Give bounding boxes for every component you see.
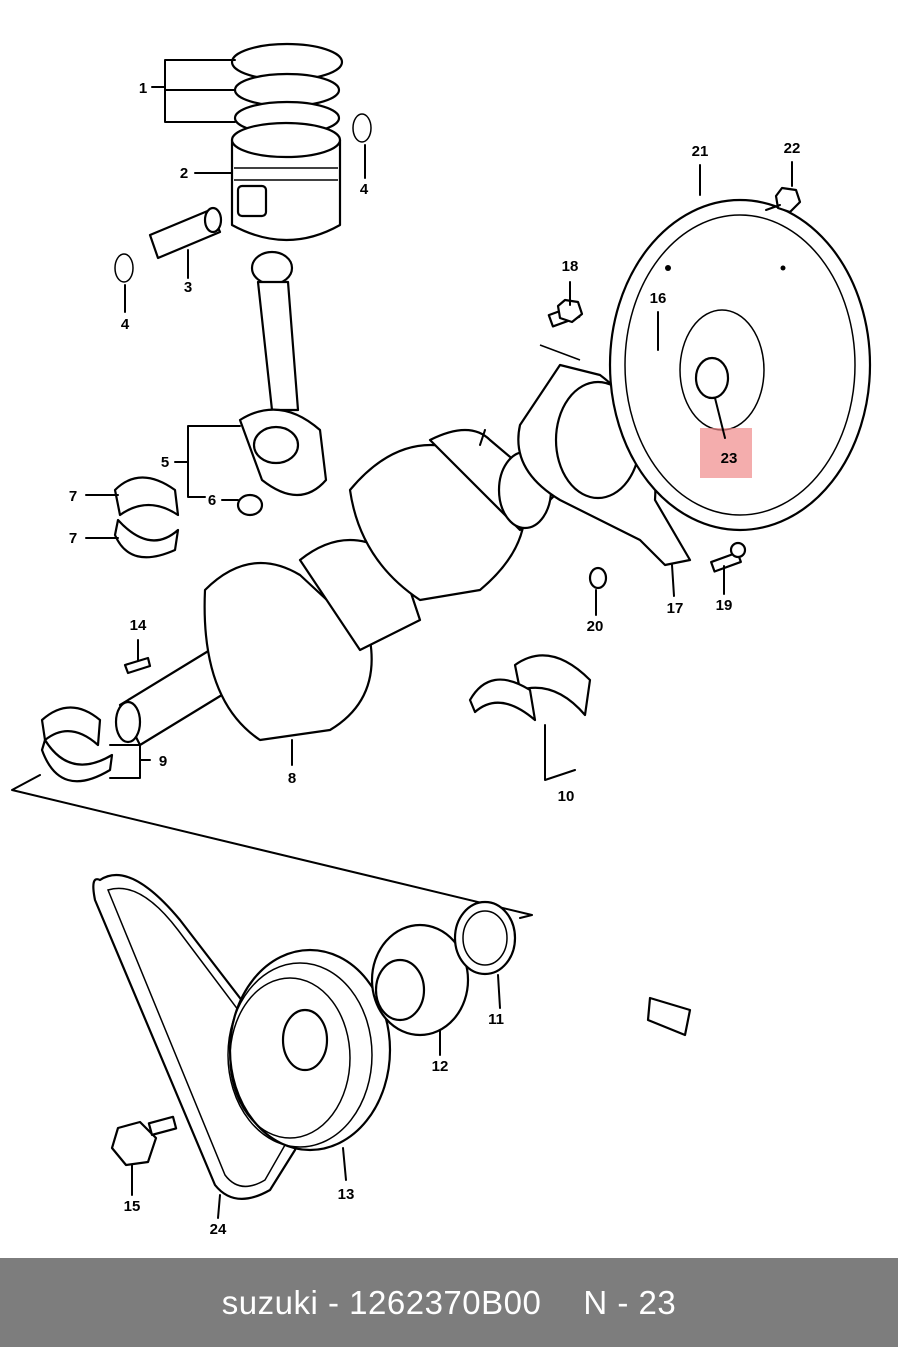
callout-21: 21 — [692, 143, 709, 160]
bearing-shell-lower — [113, 518, 180, 559]
woodruff-key — [123, 656, 152, 675]
callout-22: 22 — [784, 140, 801, 157]
leader-lines — [85, 59, 793, 1219]
callout-13: 13 — [338, 1186, 355, 1203]
dowel-pin — [588, 566, 608, 590]
bearing-shell-upper — [113, 476, 180, 517]
bolt-19 — [710, 541, 747, 573]
piston — [230, 121, 342, 241]
callout-4-upper: 4 — [360, 181, 369, 198]
part-info-footer: suzuki - 1262370B00 N - 23 — [0, 1258, 898, 1347]
callout-4-lower: 4 — [121, 316, 130, 333]
direction-marker — [646, 996, 692, 1037]
main-bearing-upper — [513, 654, 592, 717]
crankshaft — [114, 429, 557, 747]
crank-pulley — [227, 948, 392, 1152]
pulley-bolt — [110, 1115, 178, 1167]
callout-18: 18 — [562, 258, 579, 275]
part-number: 1262370B00 — [349, 1283, 542, 1321]
diagram-position-label: N - 23 — [583, 1283, 677, 1321]
rod-nut — [236, 493, 264, 517]
bolt-22 — [765, 186, 802, 214]
timing-pulley — [370, 923, 470, 1037]
main-bearing-lower — [468, 678, 537, 722]
callout-16: 16 — [650, 290, 667, 307]
callout-7-lower: 7 — [69, 530, 77, 547]
callout-12: 12 — [432, 1058, 449, 1075]
callout-labels: 1 2 3 4 4 5 6 7 7 8 9 10 11 12 13 14 15 … — [69, 80, 801, 1238]
brand-separator: - — [327, 1283, 340, 1321]
callout-14: 14 — [130, 617, 147, 634]
highlight-box-23 — [700, 428, 752, 478]
connecting-rod — [238, 250, 328, 496]
callout-2: 2 — [180, 165, 188, 182]
callout-20: 20 — [587, 618, 604, 635]
piston-pin — [148, 206, 223, 260]
circlip-upper — [352, 113, 372, 143]
brand-name: suzuki — [221, 1283, 319, 1321]
callout-5: 5 — [161, 454, 169, 471]
callout-23: 23 — [721, 450, 738, 467]
upper-section-frame — [11, 774, 533, 919]
callout-10: 10 — [558, 788, 575, 805]
callout-3: 3 — [184, 279, 192, 296]
callout-6: 6 — [208, 492, 216, 509]
callout-9: 9 — [159, 753, 167, 770]
front-oil-seal — [453, 900, 517, 976]
callout-19: 19 — [716, 597, 733, 614]
exploded-parts-diagram: 1 2 3 4 4 5 6 7 7 8 9 10 11 12 13 14 15 … — [11, 42, 872, 1238]
flywheel — [608, 198, 872, 532]
callout-1: 1 — [139, 80, 147, 97]
callout-8: 8 — [288, 770, 296, 787]
callout-17: 17 — [667, 600, 684, 617]
piston-rings — [230, 42, 344, 136]
callout-7-upper: 7 — [69, 488, 77, 505]
thrust-bearing-lower — [40, 738, 114, 783]
circlip-lower — [114, 253, 134, 283]
bolt-18 — [547, 298, 584, 328]
callout-11: 11 — [488, 1011, 504, 1028]
callout-15: 15 — [124, 1198, 141, 1215]
thrust-bearing-upper — [40, 706, 102, 747]
callout-24: 24 — [210, 1221, 227, 1238]
